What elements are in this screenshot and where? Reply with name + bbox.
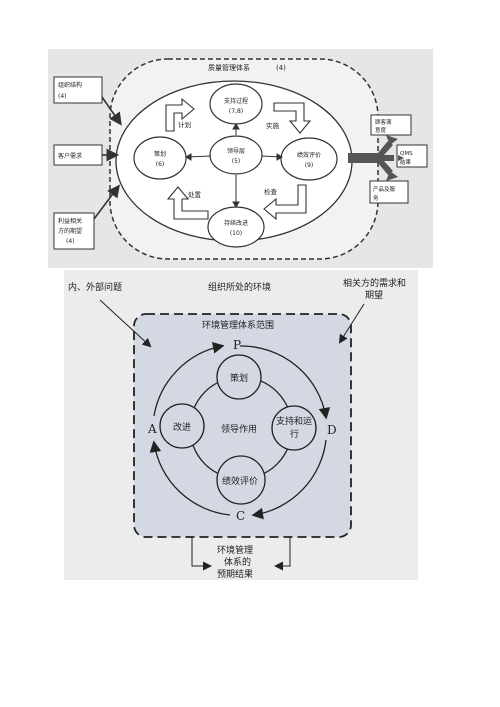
qms-leadership-label: 领导层	[227, 147, 245, 155]
leadership-label: 领导作用	[221, 423, 257, 435]
improvement-node: 改进	[159, 403, 205, 449]
output-arrows	[348, 135, 404, 181]
qms-improvement-node: 持续改进 (10)	[207, 206, 265, 248]
qms-diagram: 质量管理体系 (4) 领导层 (5) 支持过程 (7,8) 绩效评价 (9) 持…	[53, 58, 428, 260]
outcome-connector	[191, 537, 291, 571]
qms-support-ref: (7,8)	[229, 108, 243, 115]
needs-label-line2: 期望	[365, 289, 383, 301]
output-satisfaction: 顾客满 意度	[370, 114, 412, 136]
performance-evaluation-node: 绩效评价	[216, 455, 266, 505]
output-products: 产品及服 务	[369, 180, 409, 204]
ems-diagram: 组织所处的环境 内、外部问题 相关方的需求和 期望 环境管理体系范围 P D C…	[68, 277, 406, 580]
support-operation-line2: 行	[290, 428, 299, 440]
context-label: 组织所处的环境	[208, 281, 271, 293]
a-to-p-arc	[153, 342, 225, 417]
outcome-line3: 预期结果	[217, 568, 253, 580]
qms-evaluation-node: 绩效评价 (9)	[280, 137, 338, 181]
qms-evaluation-label: 绩效评价	[297, 151, 321, 159]
ems-scope-box	[133, 313, 352, 538]
qms-do-label: 实施	[266, 121, 280, 130]
qms-support-node: 支持过程 (7,8)	[209, 83, 263, 125]
needs-label-line1: 相关方的需求和	[343, 277, 406, 289]
ems-diagram-panel: 组织所处的环境 内、外部问题 相关方的需求和 期望 环境管理体系范围 P D C…	[64, 270, 418, 580]
qms-leadership-node: 领导层 (5)	[209, 135, 263, 175]
results-line1: QMS	[400, 151, 413, 157]
check-arrow	[263, 184, 307, 221]
input-arrows	[93, 96, 122, 220]
qms-leadership-ref: (5)	[232, 158, 241, 165]
support-operation-line1: 支持和运	[276, 415, 312, 427]
pdca-cycle	[149, 342, 331, 520]
performance-evaluation-label: 绩效评价	[222, 475, 258, 487]
c-to-a-arc	[149, 440, 231, 516]
input-customer-req: 客户需求	[53, 144, 103, 166]
issues-label: 内、外部问题	[68, 281, 122, 293]
letter-a: A	[147, 422, 157, 436]
customer-req-label: 客户需求	[58, 152, 82, 160]
letter-c: C	[236, 509, 245, 523]
qms-evaluation-ref: (9)	[305, 162, 314, 169]
qms-improvement-ref: (10)	[230, 230, 242, 237]
planning-node: 策划	[216, 354, 262, 400]
interested-parties-ref: (4)	[66, 238, 75, 245]
p-to-d-arc	[239, 345, 331, 420]
d-to-c-arc	[251, 439, 327, 520]
results-line2: 结果	[400, 158, 412, 166]
improvement-label: 改进	[173, 421, 191, 433]
qms-diagram-panel: 质量管理体系 (4) 领导层 (5) 支持过程 (7,8) 绩效评价 (9) 持…	[48, 49, 433, 268]
input-org-structure: 组织结构 (4)	[53, 76, 103, 104]
scope-label: 环境管理体系范围	[202, 319, 274, 331]
letter-p: P	[233, 338, 241, 352]
output-results: QMS 结果	[396, 144, 428, 168]
letter-d: D	[327, 423, 337, 437]
qms-act-label: 处置	[188, 190, 202, 199]
products-line2: 务	[373, 194, 379, 202]
do-arrow	[273, 102, 312, 134]
org-structure-label: 组织结构	[58, 81, 82, 89]
support-operation-node: 支持和运 行	[271, 405, 317, 451]
satisfaction-line1: 顾客满	[375, 118, 392, 126]
act-arrow	[166, 186, 209, 220]
outcome-line2: 体系的	[224, 556, 251, 568]
interested-parties-line1: 利益相关	[58, 217, 82, 225]
plan-arrow	[165, 97, 195, 132]
qms-title: 质量管理体系	[208, 63, 250, 72]
qms-check-label: 检查	[264, 187, 278, 196]
interested-parties-line2: 方的期望	[58, 227, 82, 235]
qms-plan-label: 计划	[178, 120, 191, 129]
needs-arrow	[338, 303, 365, 344]
outcome-line1: 环境管理	[217, 544, 253, 556]
qms-title-ref: (4)	[276, 64, 286, 72]
qms-center-arrows	[185, 123, 283, 208]
planning-label: 策划	[230, 372, 248, 384]
qms-support-label: 支持过程	[224, 97, 248, 105]
org-structure-ref: (4)	[58, 93, 67, 100]
qms-planning-label: 策划	[154, 150, 166, 158]
qms-improvement-label: 持续改进	[224, 219, 248, 227]
satisfaction-line2: 意度	[375, 126, 387, 134]
products-line1: 产品及服	[373, 185, 396, 193]
qms-pdca-arrows	[165, 97, 312, 221]
input-interested-parties: 利益相关 方的期望 (4)	[53, 212, 95, 250]
issues-arrow	[99, 299, 152, 348]
qms-planning-node: 策划 (6)	[133, 136, 187, 180]
qms-planning-ref: (6)	[156, 161, 165, 168]
